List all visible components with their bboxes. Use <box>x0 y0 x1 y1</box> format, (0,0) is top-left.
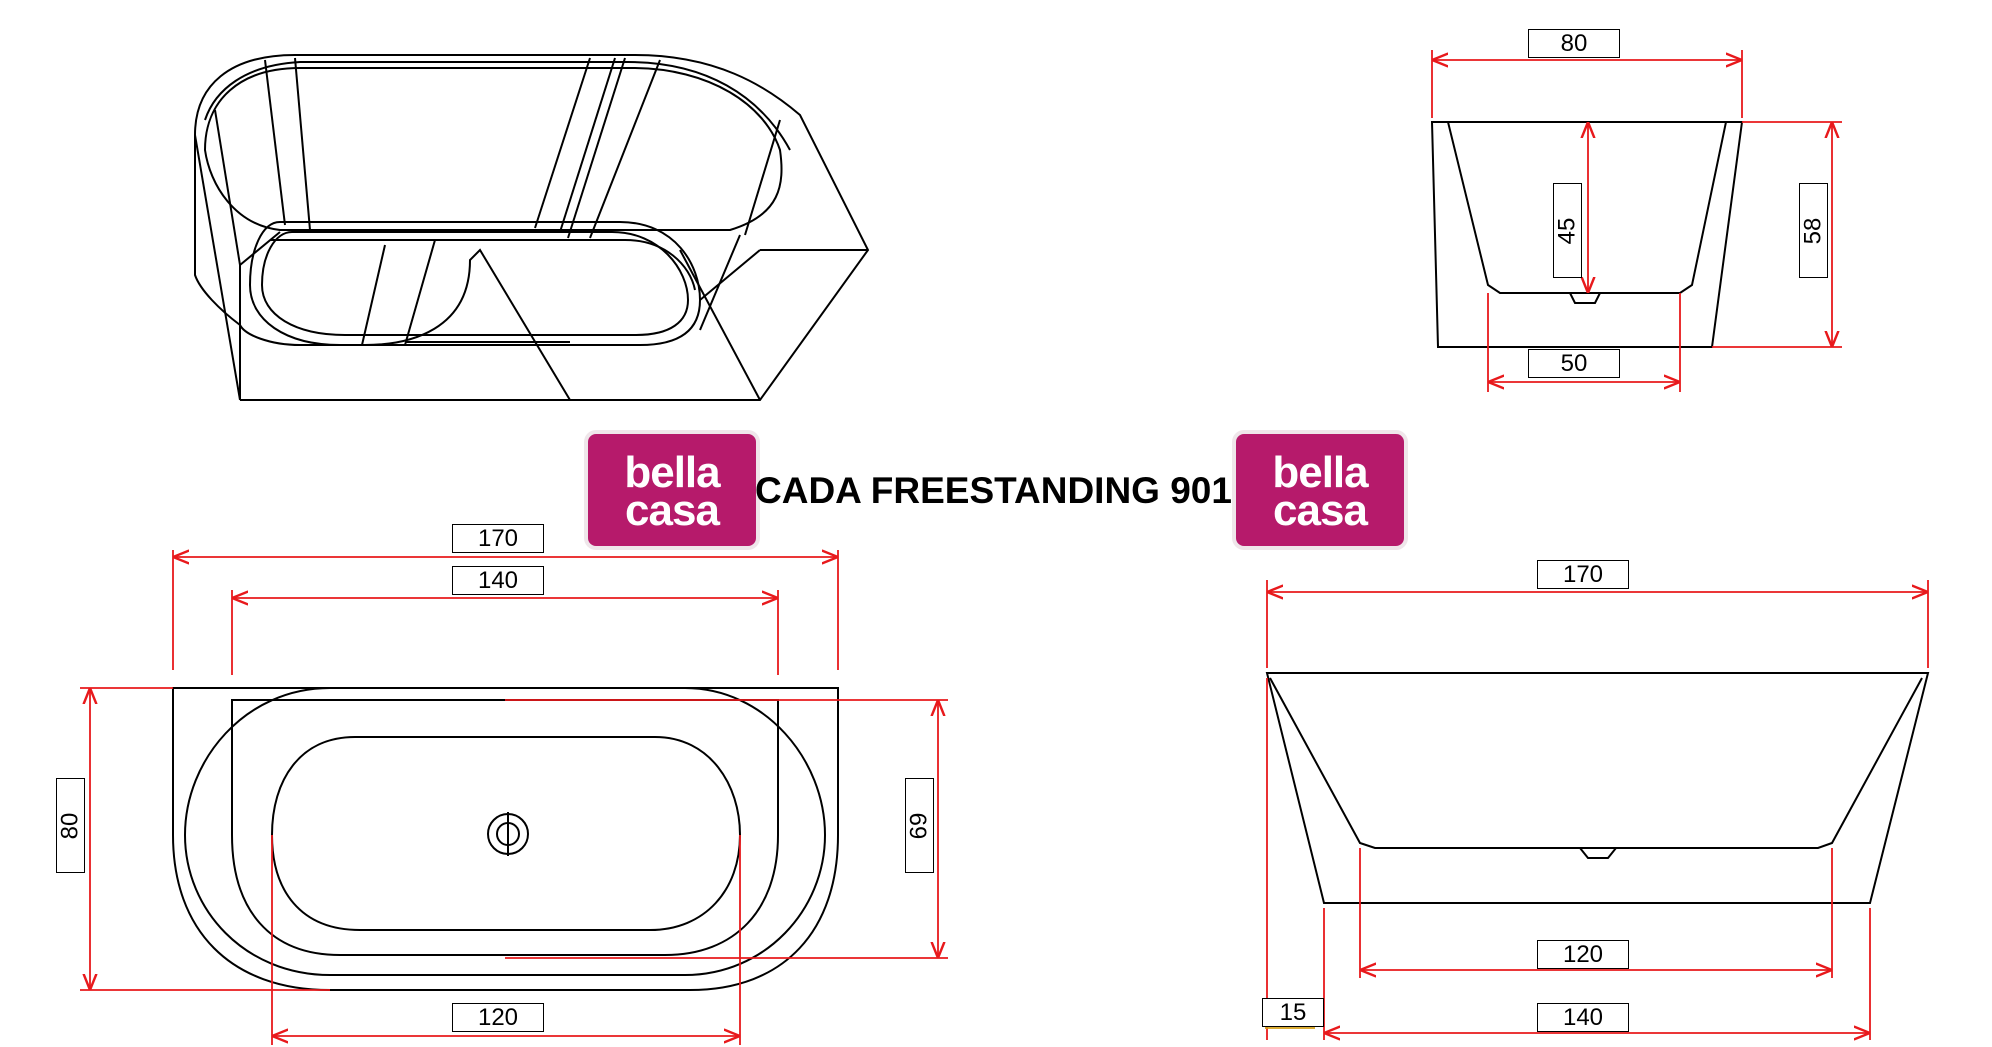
dim-side-base-length: 140 <box>1537 1003 1629 1032</box>
iso-line <box>559 57 616 233</box>
dim-plan-total-length: 170 <box>452 524 544 553</box>
iso-line <box>214 109 241 266</box>
iso-basin <box>248 221 702 346</box>
iso-line <box>404 239 436 346</box>
iso-rim-inner <box>203 67 783 231</box>
side-view-drain <box>1579 847 1617 859</box>
end-view-inner <box>1447 121 1727 294</box>
page-title: CADA FREESTANDING 9019 <box>755 470 1253 511</box>
iso-outer-rim <box>194 54 870 401</box>
iso-line <box>679 249 761 401</box>
brand-line2: casa <box>1273 486 1368 535</box>
side-view-outline <box>1265 672 1930 904</box>
dim-plan-inner-length: 140 <box>452 566 544 595</box>
iso-line <box>567 57 626 239</box>
brand-line2: casa <box>625 486 720 535</box>
plan-outer <box>172 687 839 991</box>
iso-line <box>534 57 591 229</box>
isometric-view <box>194 54 870 401</box>
iso-line <box>744 119 781 236</box>
iso-rim-edge <box>204 61 791 151</box>
dim-end-total-height: 58 <box>1799 183 1828 278</box>
dim-end-inner-depth: 45 <box>1553 183 1582 278</box>
brand-line1: bella <box>1272 448 1368 497</box>
end-view <box>1430 50 1842 392</box>
dim-plan-inner-width: 69 <box>905 778 934 873</box>
iso-basin-inner <box>260 231 690 336</box>
plan-outer-2 <box>183 687 827 976</box>
plan-basin <box>270 736 742 931</box>
brand-line1: bella <box>624 448 720 497</box>
iso-line <box>361 244 386 346</box>
bellacasa-logo-right: bella casa <box>1236 434 1404 546</box>
dim-plan-width: 80 <box>56 778 85 873</box>
dim-side-total-length: 170 <box>1537 560 1629 589</box>
iso-line <box>699 249 761 301</box>
dim-plan-bottom-length: 120 <box>452 1003 544 1032</box>
iso-line <box>294 57 311 231</box>
end-view-drain <box>1569 292 1601 304</box>
side-view <box>1265 580 1930 1040</box>
iso-basin-lip <box>270 239 696 291</box>
bellacasa-logo-left: bella casa <box>588 434 756 546</box>
side-view-inner <box>1269 677 1923 849</box>
dim-end-bottom-width: 50 <box>1528 349 1620 378</box>
iso-side-edge <box>194 134 241 401</box>
iso-line <box>264 59 286 226</box>
dim-side-offset: 15 <box>1262 998 1324 1027</box>
iso-line <box>239 231 281 266</box>
plan-rim <box>231 699 779 956</box>
dim-end-top-width: 80 <box>1528 29 1620 58</box>
iso-line <box>589 59 661 239</box>
dim-side-bottom-length: 120 <box>1537 940 1629 969</box>
plan-view <box>80 550 948 1045</box>
end-view-outline <box>1430 121 1744 348</box>
